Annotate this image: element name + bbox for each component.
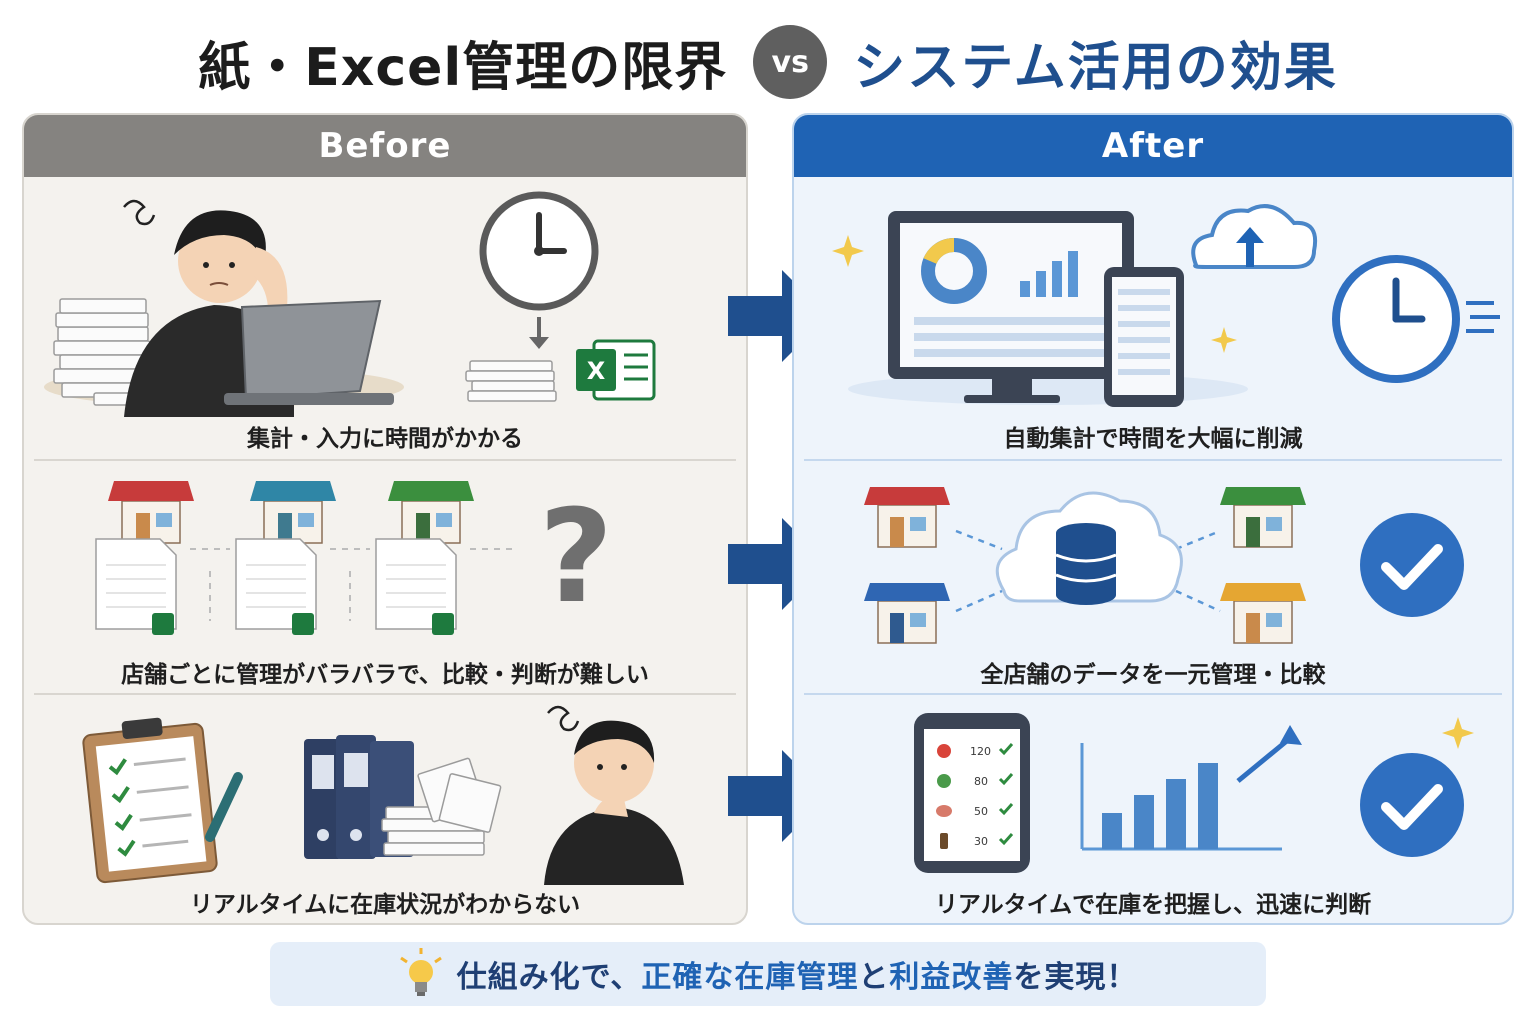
after-divider-1 — [804, 459, 1502, 461]
before-caption-2: 店舗ごとに管理がバラバラで、比較・判断が難しい — [121, 662, 649, 688]
store-green-icon — [388, 481, 474, 544]
after-divider-2 — [804, 693, 1502, 695]
before-row-3-illustration — [82, 705, 684, 885]
before-header: Before — [24, 115, 746, 177]
after-row-2-illustration — [864, 487, 1464, 644]
inventory-value-2: 80 — [974, 775, 988, 788]
footer-text-3: を実現！ — [1013, 960, 1138, 995]
after-caption-3: リアルタイムで在庫を把握し、迅速に判断 — [934, 892, 1372, 918]
trend-bar-chart-icon — [1080, 725, 1302, 851]
smartphone-icon — [1104, 267, 1184, 407]
after-row-2: 全店舗のデータを一元管理・比較 — [794, 461, 1512, 693]
footer-highlight-1: 正確な在庫管理 — [641, 960, 859, 995]
question-mark-icon: ? — [539, 483, 613, 632]
store-red-icon — [864, 487, 950, 548]
inventory-phone-icon: 120 80 50 30 — [914, 713, 1030, 873]
excel-mini-icon — [292, 613, 314, 635]
before-caption-1: 集計・入力に時間がかかる — [247, 426, 523, 452]
before-panel: Before — [22, 113, 748, 925]
sparkle-icon — [1211, 327, 1237, 353]
after-row-3: 120 80 50 30 — [794, 695, 1512, 923]
dashboard-monitor-icon — [888, 211, 1134, 403]
footer-highlight-2: 利益改善 — [889, 960, 1014, 995]
after-caption-2: 全店舗のデータを一元管理・比較 — [980, 662, 1326, 688]
title-bar: 紙・Excel管理の限界 vs システム活用の効果 — [0, 22, 1536, 102]
svg-text:X: X — [587, 357, 606, 385]
check-circle-icon — [1360, 513, 1464, 617]
clipboard-checklist-icon — [82, 717, 243, 884]
before-row-2-illustration: ? — [95, 481, 613, 635]
inventory-value-1: 120 — [970, 745, 991, 758]
inventory-value-3: 50 — [974, 805, 988, 818]
laptop-icon — [224, 299, 394, 405]
title-before: 紙・Excel管理の限界 — [198, 37, 728, 98]
after-row-1-illustration — [832, 204, 1500, 407]
footer-text: 仕組み化で、正確な在庫管理と利益改善を実現！ — [457, 952, 1138, 996]
sparkle-icon — [832, 235, 864, 267]
inventory-value-4: 30 — [974, 835, 988, 848]
vs-badge: vs — [753, 25, 828, 99]
store-red-icon — [108, 481, 194, 544]
paper-stack-icon — [381, 757, 502, 856]
store-teal-icon — [250, 481, 336, 544]
after-panel: After — [792, 113, 1514, 925]
clock-fast-icon — [1332, 255, 1500, 383]
store-blue-icon — [864, 583, 950, 644]
lightbulb-icon — [399, 948, 442, 996]
excel-icon: X — [576, 339, 656, 401]
before-row-1: X 集計・入力に時間がかかる — [24, 177, 746, 459]
after-row-3-illustration: 120 80 50 30 — [914, 713, 1474, 873]
stress-squiggle-icon — [123, 199, 156, 226]
trend-arrow-icon — [1280, 725, 1302, 745]
paper-stack-small-icon — [465, 360, 557, 402]
title-after: システム活用の効果 — [853, 37, 1338, 98]
excel-mini-icon — [432, 613, 454, 635]
after-caption-1: 自動集計で時間を大幅に削減 — [1003, 426, 1303, 452]
clock-icon — [479, 191, 599, 311]
footer-text-1: 仕組み化で、 — [456, 960, 642, 995]
cloud-upload-icon — [1191, 204, 1317, 269]
before-row-3: リアルタイムに在庫状況がわからない — [24, 695, 746, 923]
cloud-database-icon — [995, 491, 1183, 605]
check-circle-icon — [1360, 753, 1464, 857]
before-caption-3: リアルタイムに在庫状況がわからない — [189, 892, 581, 918]
footer-banner: 仕組み化で、正確な在庫管理と利益改善を実現！ — [270, 942, 1266, 1006]
excel-mini-icon — [152, 613, 174, 635]
after-header: After — [794, 115, 1512, 177]
after-row-1: 自動集計で時間を大幅に削減 — [794, 177, 1512, 459]
thinking-person-icon — [544, 720, 684, 885]
sparkle-icon — [1442, 717, 1474, 749]
before-divider-1 — [34, 459, 736, 461]
before-divider-2 — [34, 693, 736, 695]
store-yellow-icon — [1220, 583, 1306, 644]
before-row-1-illustration: X — [44, 191, 656, 417]
store-green-icon — [1220, 487, 1306, 548]
stress-squiggle-icon — [547, 705, 580, 732]
before-row-2: ? 店舗ごとに管理がバラバラで、比較・判断が難しい — [24, 461, 746, 693]
footer-text-2: と — [858, 960, 890, 995]
